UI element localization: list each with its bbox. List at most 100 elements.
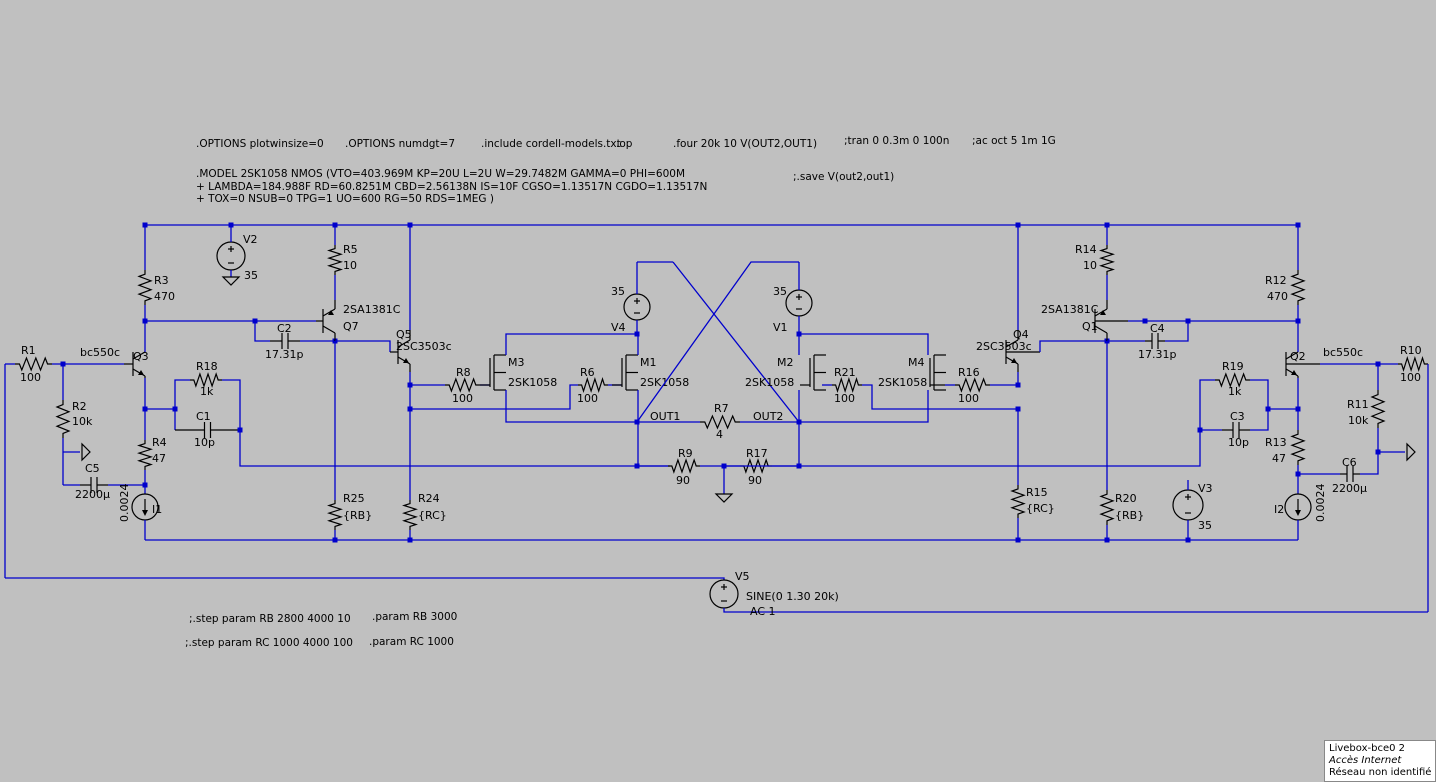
resistor-symbol [1099, 245, 1115, 275]
label-r19: R19 [1222, 360, 1244, 373]
bjt-arrow [1100, 310, 1106, 315]
resistor-symbol [15, 356, 52, 372]
label-r18: R18 [196, 360, 218, 373]
label-v2: V2 [243, 233, 258, 246]
value-r4: 47 [152, 452, 166, 465]
net-out1: OUT1 [650, 410, 680, 423]
ground-symbol [221, 276, 241, 286]
value-i2: 0.0024 [1314, 484, 1327, 523]
resistor-symbol [55, 400, 71, 438]
bjt-arrow [403, 358, 409, 363]
spice-directive: .OPTIONS numdgt=7 [345, 138, 455, 150]
label-c5: C5 [85, 462, 100, 475]
label-r25: R25 [343, 492, 365, 505]
label-q4: Q4 [1013, 328, 1029, 341]
resistor-symbol [1290, 430, 1306, 465]
resistor-symbol [1099, 490, 1115, 525]
value-r13: 47 [1272, 452, 1286, 465]
label-r3: R3 [154, 274, 169, 287]
value-c1: 10p [194, 436, 215, 449]
model-m4: 2SK1058 [878, 376, 927, 389]
value-v2: 35 [244, 269, 258, 282]
value-r16: 100 [958, 392, 979, 405]
wire [636, 261, 799, 423]
wire [505, 333, 637, 355]
bjt-leg [1094, 325, 1108, 334]
model-q2: bc550c [1323, 346, 1363, 359]
junction-dot [1185, 537, 1191, 543]
wire [1165, 321, 1189, 342]
label-c4: C4 [1150, 322, 1165, 335]
label-r10: R10 [1400, 344, 1422, 357]
resistor-symbol [137, 270, 153, 305]
label-r12: R12 [1265, 274, 1287, 287]
bjt-arrow [1011, 358, 1017, 363]
value-i1: 0.0024 [118, 484, 131, 523]
value-v5-sine: SINE(0 1.30 20k) [746, 590, 839, 603]
wire [723, 608, 1428, 613]
wire [239, 430, 670, 467]
label-r24: R24 [418, 492, 440, 505]
model-m2: 2SK1058 [745, 376, 794, 389]
value-r3: 470 [154, 290, 175, 303]
value-v3: 35 [1198, 519, 1212, 532]
value-r9: 90 [676, 474, 690, 487]
spice-directive: + TOX=0 NSUB=0 TPG=1 UO=600 RG=50 RDS=1M… [196, 193, 494, 205]
wire [1250, 379, 1269, 409]
value-v5-ac: AC 1 [750, 605, 776, 618]
value-r20: {RB} [1115, 509, 1144, 522]
current-arrow-head [1295, 510, 1301, 516]
label-r16: R16 [958, 366, 980, 379]
resistor-symbol [190, 372, 222, 388]
label-r14: R14 [1075, 243, 1097, 256]
junction-dot [1142, 318, 1148, 324]
wire [1250, 409, 1269, 431]
label-c1: C1 [196, 410, 211, 423]
label-q7: Q7 [343, 320, 359, 333]
voltage-source-symbol [623, 293, 651, 321]
network-notification[interactable]: Livebox-bce0 2 Accès Internet Réseau non… [1324, 740, 1436, 782]
label-m1: M1 [640, 356, 657, 369]
label-v3: V3 [1198, 482, 1213, 495]
value-r18: 1k [200, 385, 214, 398]
wire [254, 321, 270, 342]
resistor-symbol [1290, 270, 1306, 305]
label-q5: Q5 [396, 328, 412, 341]
label-r4: R4 [152, 436, 167, 449]
spice-directive: ;.step param RB 2800 4000 10 [189, 613, 351, 625]
label-q1: Q1 [1082, 320, 1098, 333]
value-r10: 100 [1400, 371, 1421, 384]
value-r8: 100 [452, 392, 473, 405]
label-r11: R11 [1347, 398, 1369, 411]
wire [222, 379, 241, 430]
bjt-arrow [328, 310, 334, 315]
bjt-leg [1094, 308, 1108, 317]
value-r15: {RC} [1026, 502, 1055, 515]
label-r7: R7 [714, 402, 729, 415]
label-r9: R9 [678, 447, 693, 460]
wire [1039, 340, 1107, 352]
resistor-symbol [445, 377, 480, 393]
value-c2: 17.31p [265, 348, 303, 361]
value-r17: 90 [748, 474, 762, 487]
model-q7: 2SA1381C [343, 303, 401, 316]
spice-directive: .param RB 3000 [372, 611, 457, 623]
bjt-leg [1005, 339, 1019, 348]
label-m4: M4 [908, 356, 925, 369]
spice-directive: ;tran 0 0.3m 0 100n [844, 135, 949, 147]
wire [1199, 379, 1215, 430]
label-r13: R13 [1265, 436, 1287, 449]
label-q2: Q2 [1290, 350, 1306, 363]
value-c3: 10p [1228, 436, 1249, 449]
spice-directive: ;.save V(out2,out1) [793, 171, 894, 183]
label-r5: R5 [343, 243, 358, 256]
spice-directive: .op [616, 138, 633, 150]
wire [799, 333, 929, 355]
value-r11: 10k [1348, 414, 1369, 427]
spice-directive: .MODEL 2SK1058 NMOS (VTO=403.969M KP=20U… [196, 168, 685, 180]
spice-directive: .OPTIONS plotwinsize=0 [196, 138, 324, 150]
wire [174, 379, 190, 409]
label-m2: M2 [777, 356, 794, 369]
value-r25: {RB} [343, 509, 372, 522]
